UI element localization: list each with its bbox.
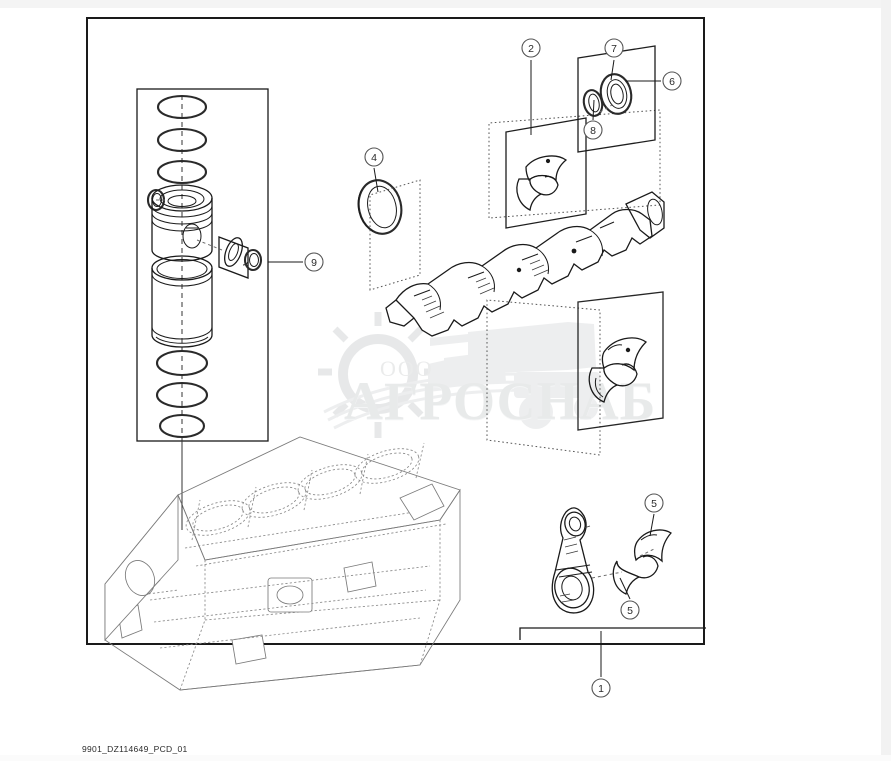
page-edge-top xyxy=(0,0,891,8)
page-edge-bottom xyxy=(0,755,891,761)
diagram-frame xyxy=(86,17,705,645)
callout-1-number: 1 xyxy=(598,683,604,695)
page-edge-right xyxy=(881,0,891,761)
figure-caption: 9901_DZ114649_PCD_01 xyxy=(82,744,188,754)
